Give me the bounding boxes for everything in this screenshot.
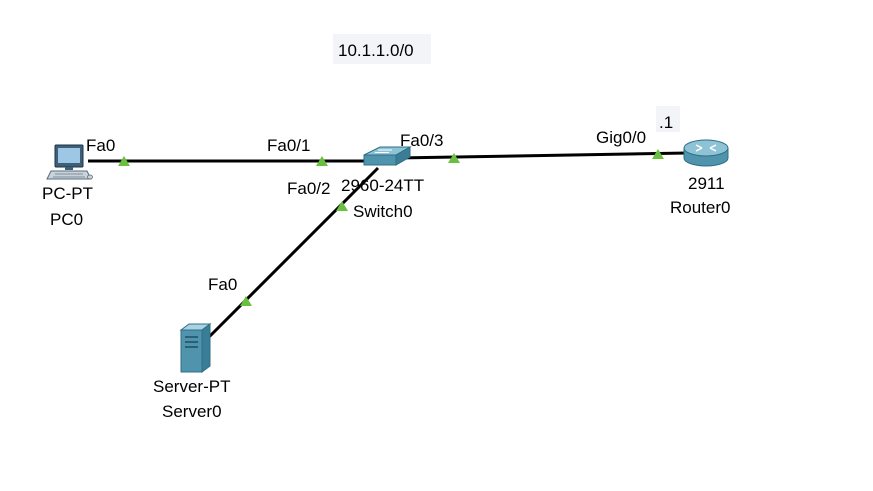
server-fa0-port-label: Fa0 [208,275,237,294]
link-up-indicator-router-gig0-0 [652,149,664,159]
link-lights [118,149,664,306]
cable-switch0-router0[interactable] [395,151,689,160]
pc0-fa0-port-label: Fa0 [86,136,115,155]
network-note-background [333,34,431,64]
switch0-model-label: 2960-24TT [341,176,424,195]
switch-fa0-3-port-label: Fa0/3 [400,131,443,150]
router0-model-label: 2911 [688,174,725,193]
router-address-note-background [656,106,680,132]
pc0-device[interactable]: PC-PT PC0 [42,144,93,229]
router-address-note[interactable]: .1 [656,106,680,132]
link-up-indicator-pc0-fa0 [118,156,130,166]
link-up-indicator-server-fa0 [240,296,252,306]
switch0-name-label: Switch0 [353,202,413,221]
port-labels: Fa0 Fa0/1 Fa0/3 Fa0/2 Gig0/0 Fa0 [86,128,646,294]
server-icon [179,323,212,373]
router0-name-label: Router0 [670,198,730,217]
network-note[interactable]: 10.1.1.0/0 [333,34,431,64]
router-icon [683,139,729,167]
router0-device[interactable]: 2911 Router0 [670,139,730,217]
switch-fa0-2-port-label: Fa0/2 [287,179,330,198]
link-up-indicator-switch-fa0-1 [316,156,328,166]
link-up-indicator-switch-fa0-2 [336,201,348,211]
pc0-model-label: PC-PT [42,184,93,203]
switch-fa0-1-port-label: Fa0/1 [267,136,310,155]
pc0-name-label: PC0 [50,210,83,229]
network-label: 10.1.1.0/0 [338,41,414,60]
router-gig0-0-address-label: .1 [659,113,673,132]
router-gig0-0-port-label: Gig0/0 [596,128,646,147]
switch0-device[interactable]: 2960-24TT Switch0 [341,146,424,221]
server0-device[interactable]: Server-PT Server0 [153,323,230,421]
link-up-indicator-switch-fa0-3 [448,153,460,163]
server0-model-label: Server-PT [153,377,230,396]
cable-switch0-server0[interactable] [206,166,380,340]
switch-icon [363,146,412,166]
server0-name-label: Server0 [162,402,222,421]
pc-icon [46,144,93,180]
